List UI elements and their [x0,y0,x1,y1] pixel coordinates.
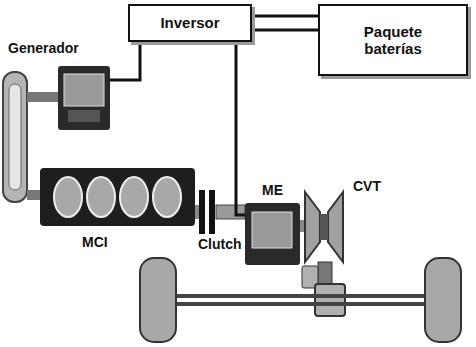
engine-pulley-shaft [27,190,40,200]
generator-base [68,110,100,122]
wheel [140,258,176,342]
box-label: Paquete baterías [343,23,443,58]
component-label: CVT [353,178,381,194]
shaft [195,205,199,219]
cylinder [54,177,82,217]
power-cable [252,16,318,30]
cylinder [120,177,148,217]
component-label: Clutch [198,236,242,252]
pulley-half [305,192,320,262]
cylinder [153,177,181,217]
motor-body [245,203,300,265]
shaft [216,205,245,219]
gear-shaft [318,262,332,284]
cylinder [87,177,115,217]
electric-motor: ME [245,203,300,265]
generator-body [58,66,110,130]
differential [315,284,345,316]
cvt-belt [320,214,328,240]
power-cable [236,42,245,215]
generator: Generador [58,66,110,130]
wheel [425,258,461,342]
motor-panel [252,212,292,248]
engine: MCI [40,168,195,226]
component-label: ME [262,182,283,198]
belt [3,72,27,202]
clutch-plate [209,190,215,234]
component-label: Generador [8,40,79,56]
component-label: MCI [82,234,108,250]
cvt: CVT [303,190,345,262]
axle [170,302,430,306]
axle [170,294,430,298]
generator-panel [64,74,104,106]
pulley-half [328,192,343,262]
box-label: Inversor [160,14,219,31]
inverter-box: Inversor [128,4,252,42]
power-cable [110,42,140,80]
clutch-plate [199,190,205,234]
engine-block [40,168,195,226]
battery-box: Paquete baterías [318,4,468,76]
belt-inner [9,84,21,190]
generator-shaft [27,92,58,102]
clutch: Clutch [198,190,216,234]
